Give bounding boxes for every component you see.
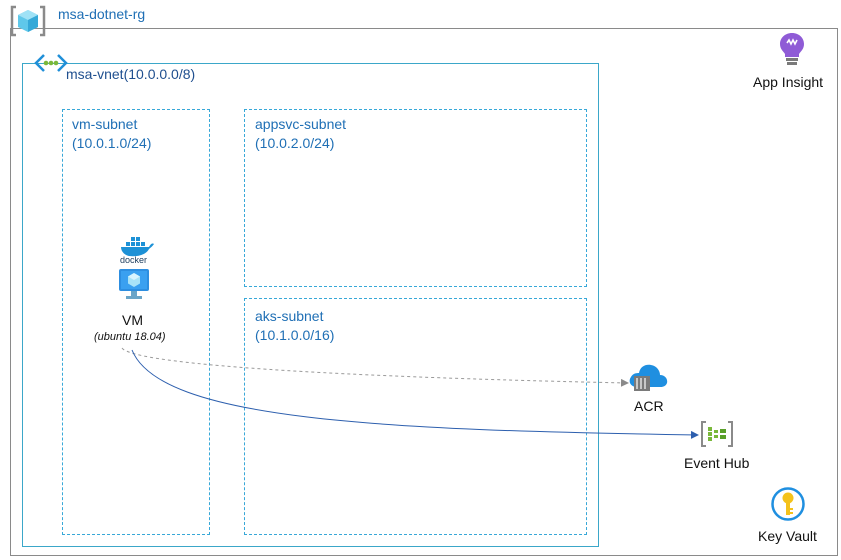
- appsvc-subnet-name: appsvc-subnet: [255, 116, 347, 132]
- vnet-container: [22, 63, 599, 547]
- key-vault-icon: [771, 487, 805, 521]
- aks-subnet-name: aks-subnet: [255, 308, 324, 324]
- event-hub-icon: [701, 421, 733, 447]
- vm-to-eventhub-connector: [131, 349, 699, 439]
- app-insight-label: App Insight: [753, 74, 824, 90]
- vnet-icon: [34, 54, 68, 72]
- resource-group-icon: [10, 5, 46, 37]
- key-vault-label: Key Vault: [758, 528, 817, 544]
- resource-group-name: msa-dotnet-rg: [58, 6, 146, 22]
- appsvc-subnet-box: [244, 109, 587, 287]
- aks-subnet-box: [244, 298, 587, 535]
- docker-icon: [121, 237, 154, 257]
- container-registry-icon: [629, 364, 668, 391]
- vm-subnet-box: [62, 109, 210, 535]
- vm-name: VM: [122, 312, 143, 328]
- app-insights-icon: [780, 33, 804, 65]
- docker-label: docker: [120, 255, 148, 265]
- appsvc-subnet-cidr: (10.0.2.0/24): [255, 135, 335, 151]
- acr-label: ACR: [634, 398, 664, 414]
- vnet-name: msa-vnet(10.0.0.0/8): [66, 66, 196, 82]
- vm-to-acr-connector: [121, 347, 629, 387]
- event-hub-label: Event Hub: [684, 455, 750, 471]
- aks-subnet-cidr: (10.1.0.0/16): [255, 327, 335, 343]
- virtual-machine-icon: [119, 269, 149, 299]
- vm-os-label: (ubuntu 18.04): [94, 331, 166, 343]
- resource-group-container: [10, 28, 838, 556]
- vm-subnet-name: vm-subnet: [72, 116, 138, 132]
- vm-subnet-cidr: (10.0.1.0/24): [72, 135, 152, 151]
